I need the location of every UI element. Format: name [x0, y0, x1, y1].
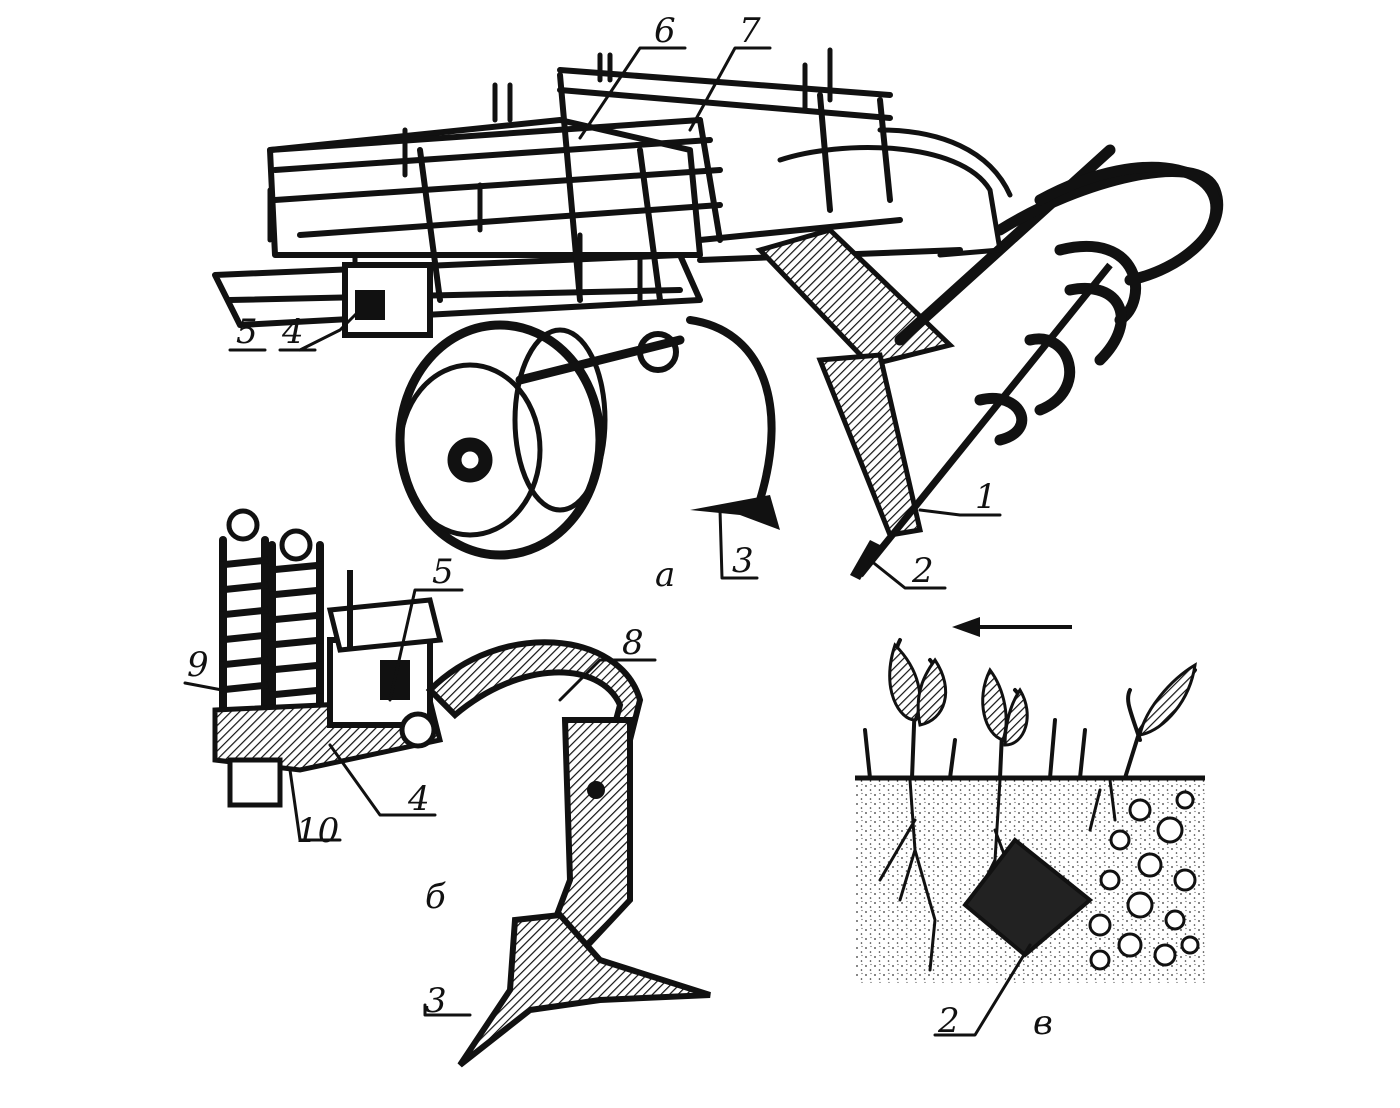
- soil-clods: [1088, 790, 1200, 971]
- callout-2-bottom: 2: [937, 1001, 960, 1041]
- callout-9: 9: [187, 645, 209, 685]
- callout-6: 6: [654, 11, 676, 51]
- callout-5-top: 5: [236, 312, 258, 352]
- callout-8: 8: [622, 623, 644, 663]
- callout-5-mid: 5: [432, 552, 454, 592]
- view-label-a: а: [655, 555, 675, 595]
- callout-3-bottom: 3: [425, 981, 447, 1021]
- knife-blade: [816, 352, 924, 538]
- rear-rod: [857, 262, 1113, 578]
- leader-lines: [183, 46, 1032, 1037]
- weed-leaves: [888, 642, 1197, 747]
- tine-share: [690, 495, 780, 530]
- tank: [777, 127, 1013, 258]
- soil-section-view: [855, 617, 1205, 983]
- callout-10: 10: [296, 811, 339, 851]
- view-label-b: б: [425, 877, 446, 917]
- callout-3-top: 3: [732, 541, 754, 581]
- callout-4-mid: 4: [407, 779, 430, 819]
- tine-harrow: [894, 144, 1224, 446]
- callout-2-top: 2: [911, 551, 934, 591]
- callout-1: 1: [975, 477, 997, 517]
- section-bracket: [212, 570, 444, 808]
- wheel: [395, 320, 685, 560]
- cultivator-view: [212, 47, 1224, 580]
- working-section-view: [212, 508, 711, 1068]
- callout-4-top: 4: [281, 312, 304, 352]
- sweep-share: [457, 911, 711, 1068]
- springs: [219, 508, 324, 739]
- cultivator-tine: [686, 316, 776, 504]
- callout-7: 7: [739, 11, 761, 51]
- view-label-v: в: [1033, 1003, 1053, 1043]
